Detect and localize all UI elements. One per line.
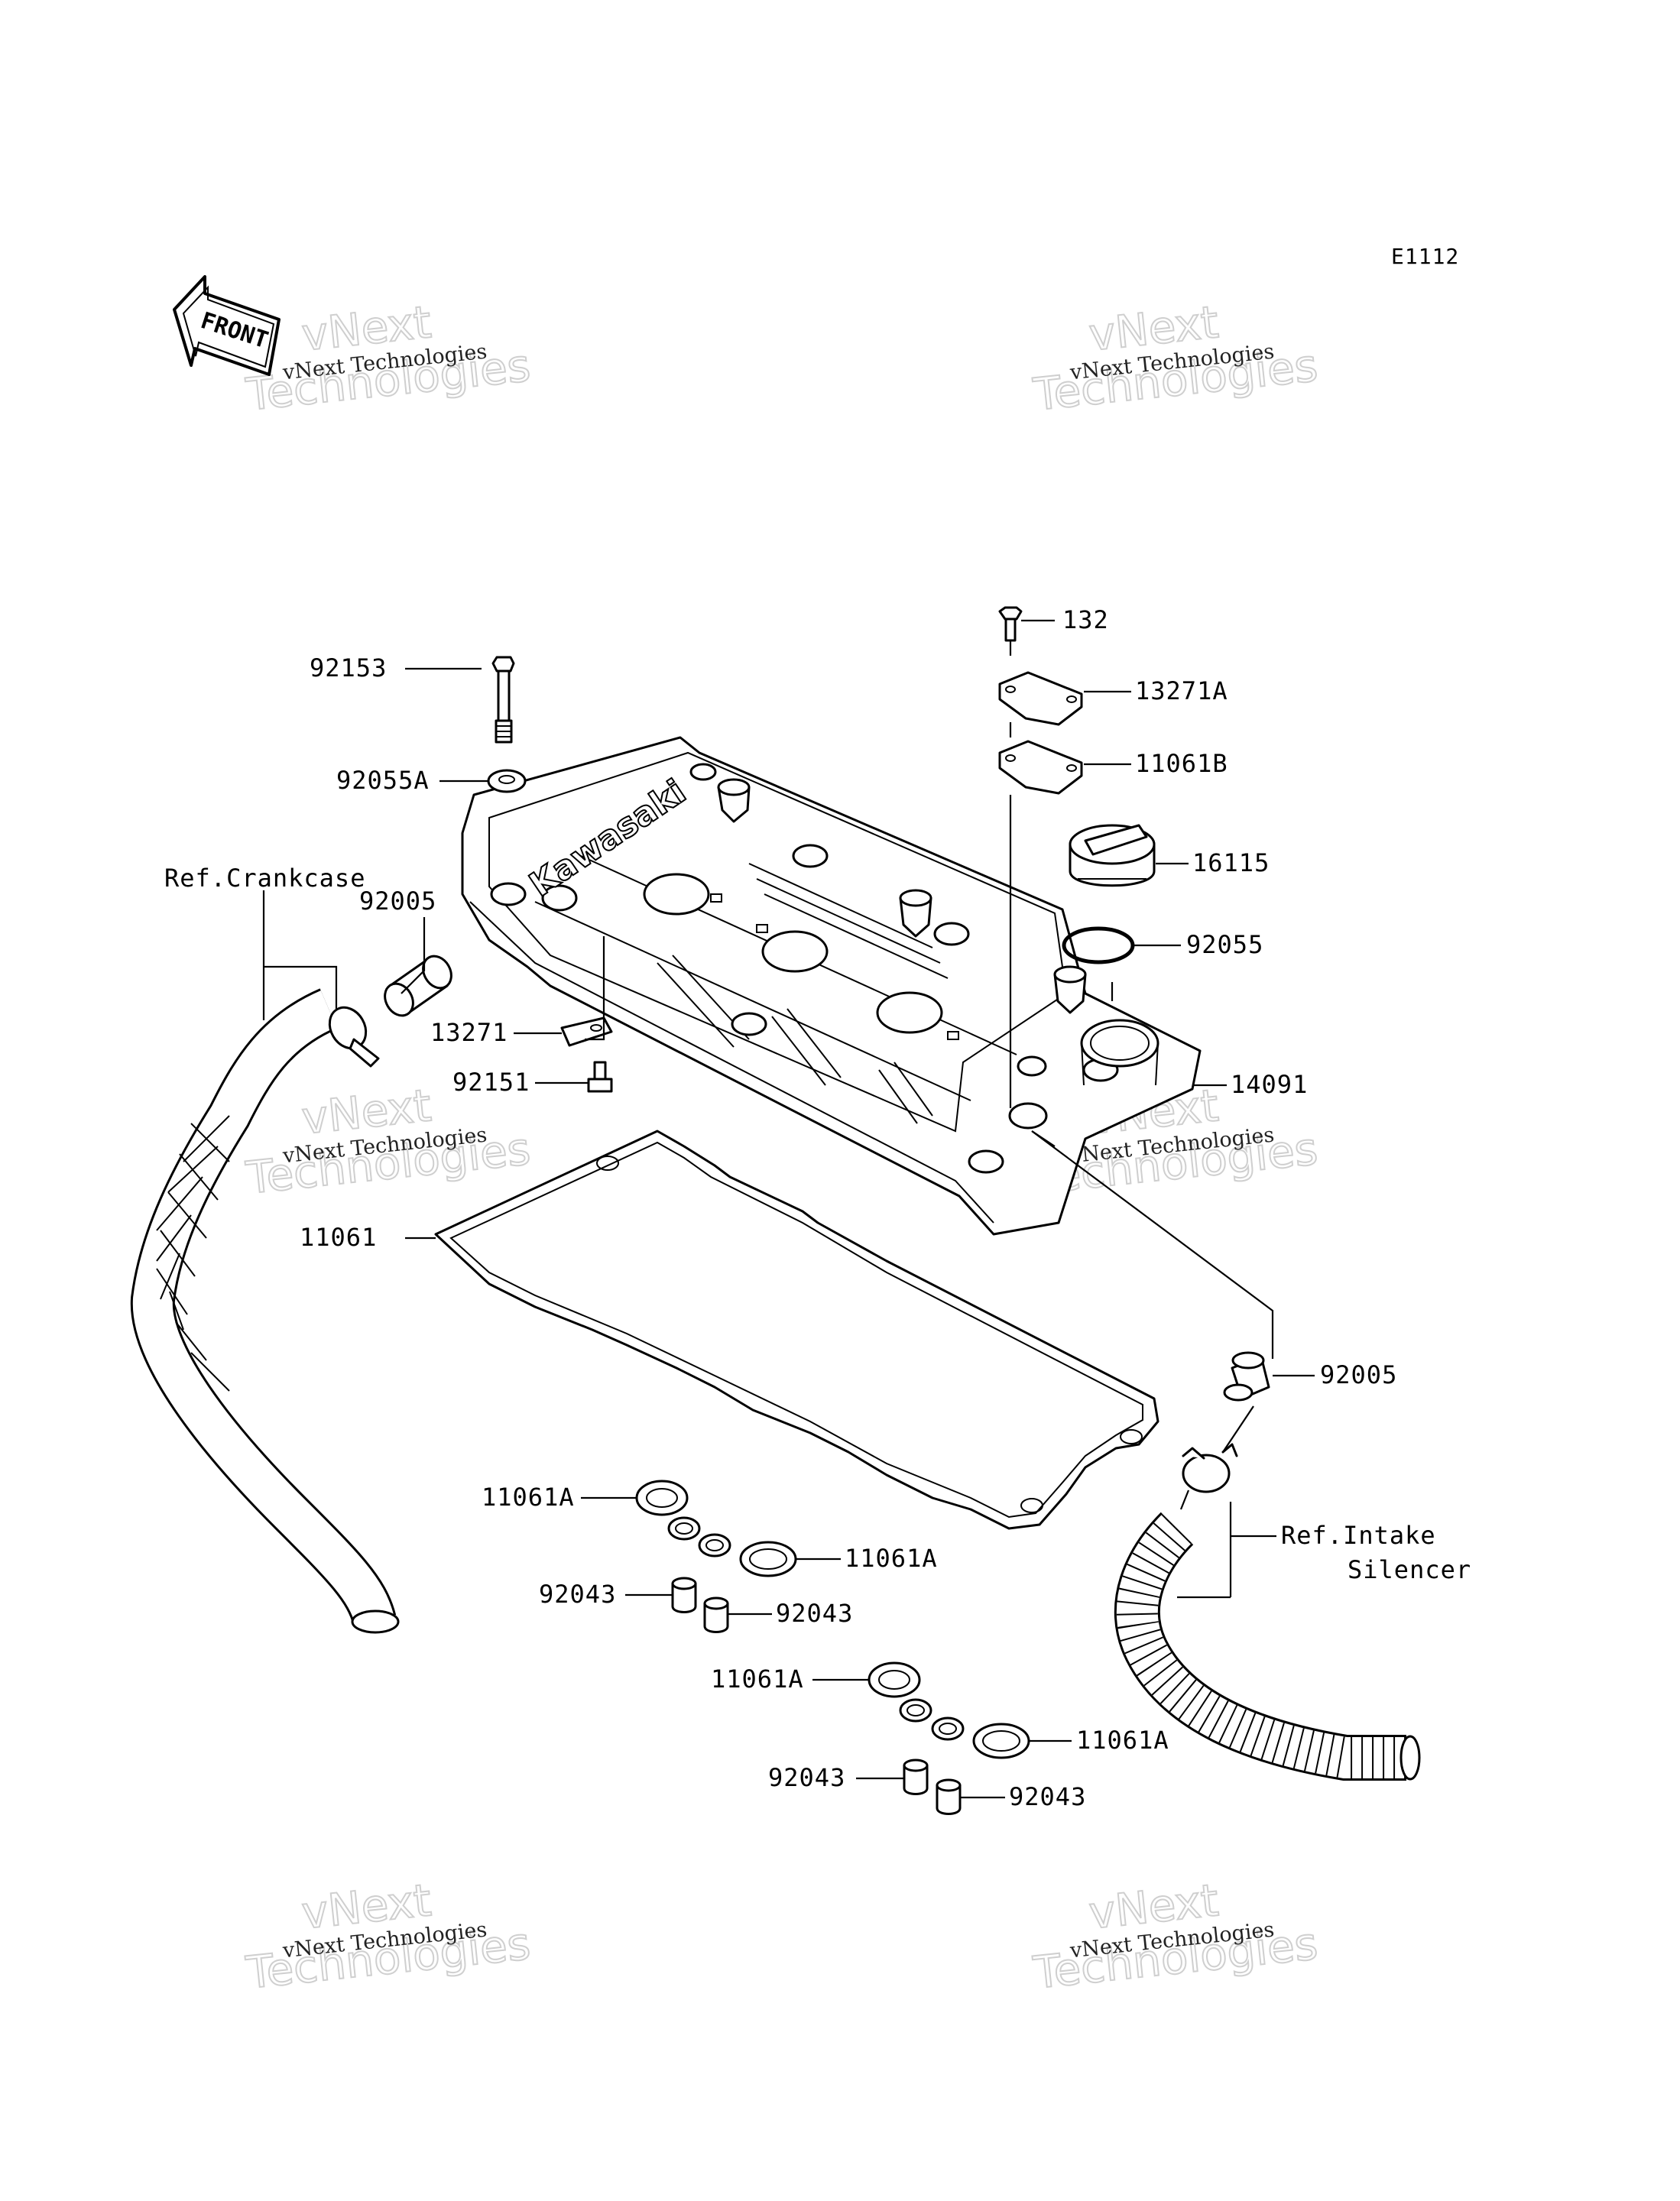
diagram-code: E1112 [1391,244,1459,269]
hose-nipple-right [1223,1351,1270,1402]
bolt-132 [998,606,1023,642]
oil-filler-cap [1069,824,1156,887]
label-11061: 11061 [300,1223,377,1252]
label-92043-4: 92043 [1009,1782,1086,1811]
label-11061B: 11061B [1135,749,1228,778]
label-92043-2: 92043 [776,1599,853,1628]
label-132: 132 [1062,605,1109,634]
ref-crankcase: Ref.Crankcase [164,864,365,893]
intake-hose [1114,1512,1421,1781]
bolt-92151 [587,1061,613,1093]
ref-intake: Ref.Intake [1281,1521,1436,1550]
watermark-top-left: vNext Technologies vNext Technologies [242,295,534,421]
o-ring-92055 [1062,926,1135,964]
label-92151: 92151 [452,1068,530,1097]
label-13271A: 13271A [1135,676,1228,705]
label-11061A-3: 11061A [711,1665,804,1694]
label-92055A: 92055A [336,766,430,795]
washer-92055A [487,769,527,793]
bolt-92153 [491,656,515,744]
crankcase-hose [130,988,400,1634]
label-11061A-1: 11061A [482,1483,575,1512]
label-11061A-4: 11061A [1076,1726,1169,1755]
plate-13271A [998,671,1083,726]
watermark-bottom-right: vNext Technologies vNext Technologies [1030,1873,1321,1999]
hose-clamp-right [1182,1443,1238,1493]
label-16115: 16115 [1192,848,1270,877]
gasket-11061B [998,740,1083,795]
head-cover-gasket [434,1130,1159,1530]
label-92005-right: 92005 [1320,1360,1397,1389]
leader-lines [262,619,1315,1799]
seal-group-2 [868,1661,1030,1815]
plate-13271 [560,1016,613,1047]
label-92055: 92055 [1186,930,1263,959]
ref-silencer: Silencer [1348,1555,1471,1584]
hose-nipple-left [384,955,452,1017]
watermark-top-right: vNext Technologies vNext Technologies [1030,295,1321,421]
seal-group-1 [635,1480,797,1633]
label-13271: 13271 [430,1018,508,1047]
front-arrow-icon: FRONT [173,275,281,376]
label-11061A-2: 11061A [845,1544,938,1573]
label-92153: 92153 [310,653,387,682]
label-14091: 14091 [1231,1070,1308,1099]
label-92043-1: 92043 [539,1580,616,1609]
hose-clamp-left [328,1006,380,1068]
label-92043-3: 92043 [768,1763,845,1792]
cylinder-head-cover: Kawasaki [461,736,1202,1236]
watermark-bottom-left: vNext Technologies vNext Technologies [242,1873,534,1999]
label-92005-left: 92005 [359,887,436,916]
